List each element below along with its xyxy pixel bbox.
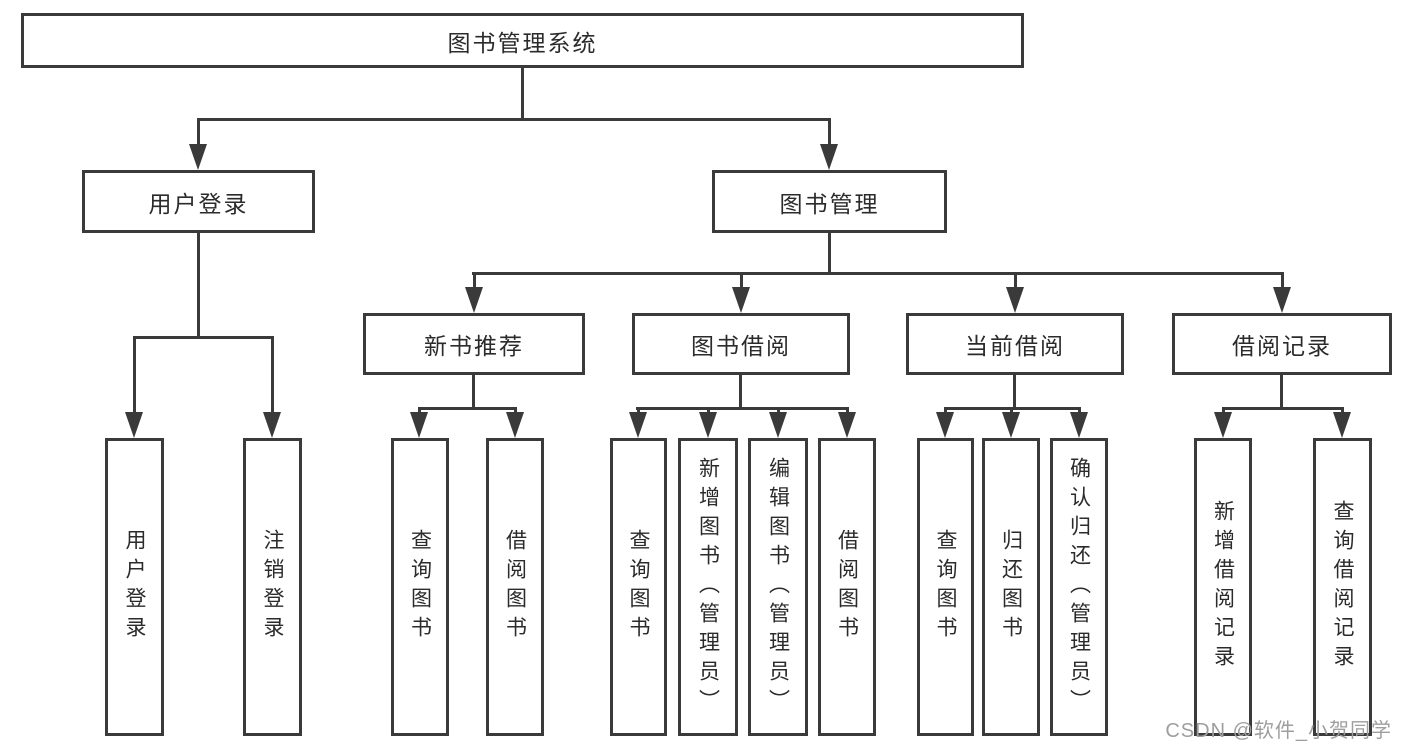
node-library-system: 图书管理系统 xyxy=(21,13,1024,68)
connector-new-book-stem xyxy=(472,375,475,407)
arrowhead-to-book-management xyxy=(820,118,838,170)
connector-book-borrowing-branch xyxy=(636,407,848,410)
arrowhead-to-leaf-user-login xyxy=(125,336,143,438)
leaf-query-borrow-record-label: 查询借阅记录 xyxy=(1331,500,1354,674)
arrowhead-to-query-books-2 xyxy=(629,407,647,438)
leaf-return-book: 归还图书 xyxy=(982,438,1040,736)
node-borrowing-records: 借阅记录 xyxy=(1172,313,1392,375)
arrowhead-to-query-borrow-record xyxy=(1333,407,1351,438)
leaf-edit-book-admin: 编辑图书（管理员） xyxy=(748,438,808,736)
node-book-management: 图书管理 xyxy=(712,170,947,233)
leaf-query-borrow-record: 查询借阅记录 xyxy=(1313,438,1372,736)
leaf-query-books-2: 查询图书 xyxy=(610,438,667,736)
node-current-borrowing-label: 当前借阅 xyxy=(965,333,1065,359)
node-book-borrowing: 图书借阅 xyxy=(632,313,850,375)
leaf-add-book-admin: 新增图书（管理员） xyxy=(678,438,738,736)
connector-user-login-branch xyxy=(133,336,274,339)
leaf-query-books-1-label: 查询图书 xyxy=(408,529,432,645)
leaf-add-book-admin-label: 新增图书（管理员） xyxy=(696,456,720,718)
connector-book-management-branch xyxy=(472,272,1283,275)
arrowhead-to-add-borrow-record xyxy=(1214,407,1232,438)
arrowhead-to-book-borrowing xyxy=(732,272,750,313)
node-book-management-label: 图书管理 xyxy=(779,190,880,217)
connector-new-book-branch xyxy=(418,407,517,410)
leaf-borrow-books-1: 借阅图书 xyxy=(486,438,544,736)
leaf-user-login: 用户登录 xyxy=(105,438,164,736)
connector-current-borrowing-stem xyxy=(1013,375,1016,407)
node-book-borrowing-label: 图书借阅 xyxy=(691,333,791,359)
arrowhead-to-return-book xyxy=(1002,407,1020,438)
connector-borrowing-records-branch xyxy=(1222,407,1343,410)
leaf-borrow-books-2: 借阅图书 xyxy=(818,438,876,736)
leaf-query-books-2-label: 查询图书 xyxy=(627,529,650,645)
arrowhead-to-borrow-books-1 xyxy=(506,407,524,438)
connector-book-management-stem xyxy=(828,233,831,272)
leaf-query-books-3-label: 查询图书 xyxy=(934,529,957,645)
arrowhead-to-borrow-books-2 xyxy=(838,407,856,438)
leaf-query-books-3: 查询图书 xyxy=(917,438,974,736)
leaf-borrow-books-2-label: 借阅图书 xyxy=(835,529,859,645)
leaf-add-borrow-record-label: 新增借阅记录 xyxy=(1211,500,1235,674)
arrowhead-to-query-books-1 xyxy=(410,407,428,438)
node-borrowing-records-label: 借阅记录 xyxy=(1232,333,1332,359)
arrowhead-to-borrowing-records xyxy=(1273,272,1291,313)
leaf-logout-label: 注销登录 xyxy=(261,529,284,645)
leaf-confirm-return-admin: 确认归还（管理员） xyxy=(1050,438,1108,736)
arrowhead-to-leaf-logout xyxy=(263,336,281,438)
node-new-book-recommend-label: 新书推荐 xyxy=(424,333,524,359)
leaf-logout: 注销登录 xyxy=(243,438,302,736)
leaf-add-borrow-record: 新增借阅记录 xyxy=(1194,438,1252,736)
arrowhead-to-confirm-return xyxy=(1070,407,1088,438)
leaf-return-book-label: 归还图书 xyxy=(999,529,1023,645)
leaf-query-books-1: 查询图书 xyxy=(391,438,449,736)
watermark: CSDN @软件_小贺同学 xyxy=(1165,720,1392,742)
node-user-login-label: 用户登录 xyxy=(148,190,249,217)
connector-user-login-stem xyxy=(197,233,200,336)
leaf-confirm-return-admin-label: 确认归还（管理员） xyxy=(1067,456,1091,718)
arrowhead-to-user-login xyxy=(189,118,207,170)
arrowhead-to-add-book xyxy=(699,407,717,438)
arrowhead-to-query-books-3 xyxy=(936,407,954,438)
connector-borrowing-records-stem xyxy=(1280,375,1283,407)
connector-root-branch xyxy=(197,118,831,121)
connector-root-stem xyxy=(521,68,524,118)
leaf-borrow-books-1-label: 借阅图书 xyxy=(503,529,527,645)
node-new-book-recommend: 新书推荐 xyxy=(363,313,585,375)
node-current-borrowing: 当前借阅 xyxy=(906,313,1124,375)
node-library-system-label: 图书管理系统 xyxy=(447,29,598,56)
arrowhead-to-current-borrowing xyxy=(1006,272,1024,313)
node-user-login: 用户登录 xyxy=(82,170,315,233)
arrowhead-to-edit-book xyxy=(769,407,787,438)
arrowhead-to-new-book-recommend xyxy=(465,272,483,313)
leaf-edit-book-admin-label: 编辑图书（管理员） xyxy=(766,456,790,718)
leaf-user-login-label: 用户登录 xyxy=(123,529,146,645)
connector-book-borrowing-stem xyxy=(739,375,742,407)
